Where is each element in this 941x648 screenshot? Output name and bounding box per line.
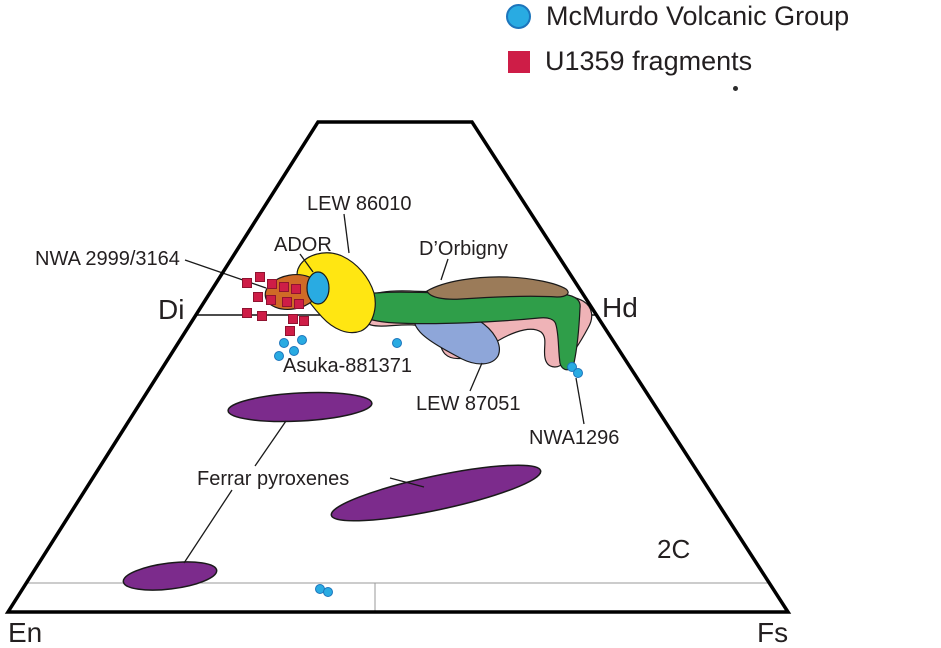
point-mcmurdo-volcanic-group: [392, 338, 402, 348]
point-u1359-fragments: [266, 295, 276, 305]
legend-item-u1359: U1359 fragments: [506, 45, 849, 77]
point-u1359-fragments: [257, 311, 267, 321]
point-u1359-fragments: [299, 316, 309, 326]
label-asuka: Asuka-881371: [283, 355, 412, 377]
point-u1359-fragments: [267, 279, 277, 289]
label-lew-86010-leader: [343, 213, 350, 254]
label-ador-leader: [299, 253, 314, 273]
label-lew-86010: LEW 86010: [307, 193, 412, 215]
point-u1359-fragments: [294, 299, 304, 309]
point-u1359-fragments: [242, 278, 252, 288]
point-u1359-fragments: [291, 284, 301, 294]
label-lew-87051: LEW 87051: [416, 393, 521, 415]
dorbigny-field: [426, 276, 569, 300]
legend-label-u1359: U1359 fragments: [545, 45, 753, 76]
point-u1359-fragments: [279, 282, 289, 292]
label-nwa-2999-leader: [184, 259, 267, 289]
legend-label-mcmurdo: McMurdo Volcanic Group: [546, 1, 850, 31]
point-mcmurdo-volcanic-group: [323, 587, 333, 597]
label-lew-87051-leader: [469, 362, 483, 392]
label-ferrar: Ferrar pyroxenes: [197, 468, 349, 490]
ferrar-ellipse-3: [122, 561, 218, 591]
point-mcmurdo-volcanic-group: [289, 346, 299, 356]
corner-label-fs: Fs: [757, 617, 788, 648]
point-mcmurdo-volcanic-group: [279, 338, 289, 348]
label-nwa-1296: NWA1296: [529, 427, 619, 449]
corner-label-di: Di: [158, 294, 184, 325]
u1359-square-marker-icon: [508, 50, 530, 73]
ferrar-ellipse-1: [227, 391, 373, 423]
point-mcmurdo-volcanic-group: [274, 351, 284, 361]
quadrilateral-outline: [4, 120, 792, 614]
point-u1359-fragments: [285, 326, 295, 336]
label-nwa-2999: NWA 2999/3164: [35, 248, 180, 270]
ferrar-ellipse-2: [330, 464, 542, 522]
point-u1359-fragments: [288, 314, 298, 324]
label-ador: ADOR: [274, 234, 332, 256]
point-mcmurdo-volcanic-group: [573, 368, 583, 378]
label-ferrar-leader: [183, 489, 233, 564]
point-u1359-fragments: [282, 297, 292, 307]
label-nwa-1296-leader: [575, 377, 585, 425]
label-dorbigny-leader: [440, 258, 449, 281]
corner-label-hd: Hd: [602, 292, 638, 323]
corner-label-2c: 2C: [657, 534, 690, 564]
corner-label-en: En: [8, 617, 42, 648]
legend: McMurdo Volcanic Group U1359 fragments: [506, 1, 850, 77]
stray-dot: [733, 86, 738, 91]
point-mcmurdo-volcanic-group: [567, 362, 577, 372]
legend-item-mcmurdo: McMurdo Volcanic Group: [506, 1, 850, 32]
point-mcmurdo-volcanic-group: [297, 335, 307, 345]
ador-field: [306, 271, 330, 305]
point-u1359-fragments: [255, 272, 265, 282]
point-u1359-fragments: [253, 292, 263, 302]
point-u1359-fragments: [242, 308, 252, 318]
label-dorbigny: D’Orbigny: [419, 238, 508, 260]
label-ferrar-leader: [254, 420, 287, 467]
label-ferrar-leader: [389, 477, 425, 488]
mcmurdo-circle-marker-icon: [506, 4, 531, 30]
